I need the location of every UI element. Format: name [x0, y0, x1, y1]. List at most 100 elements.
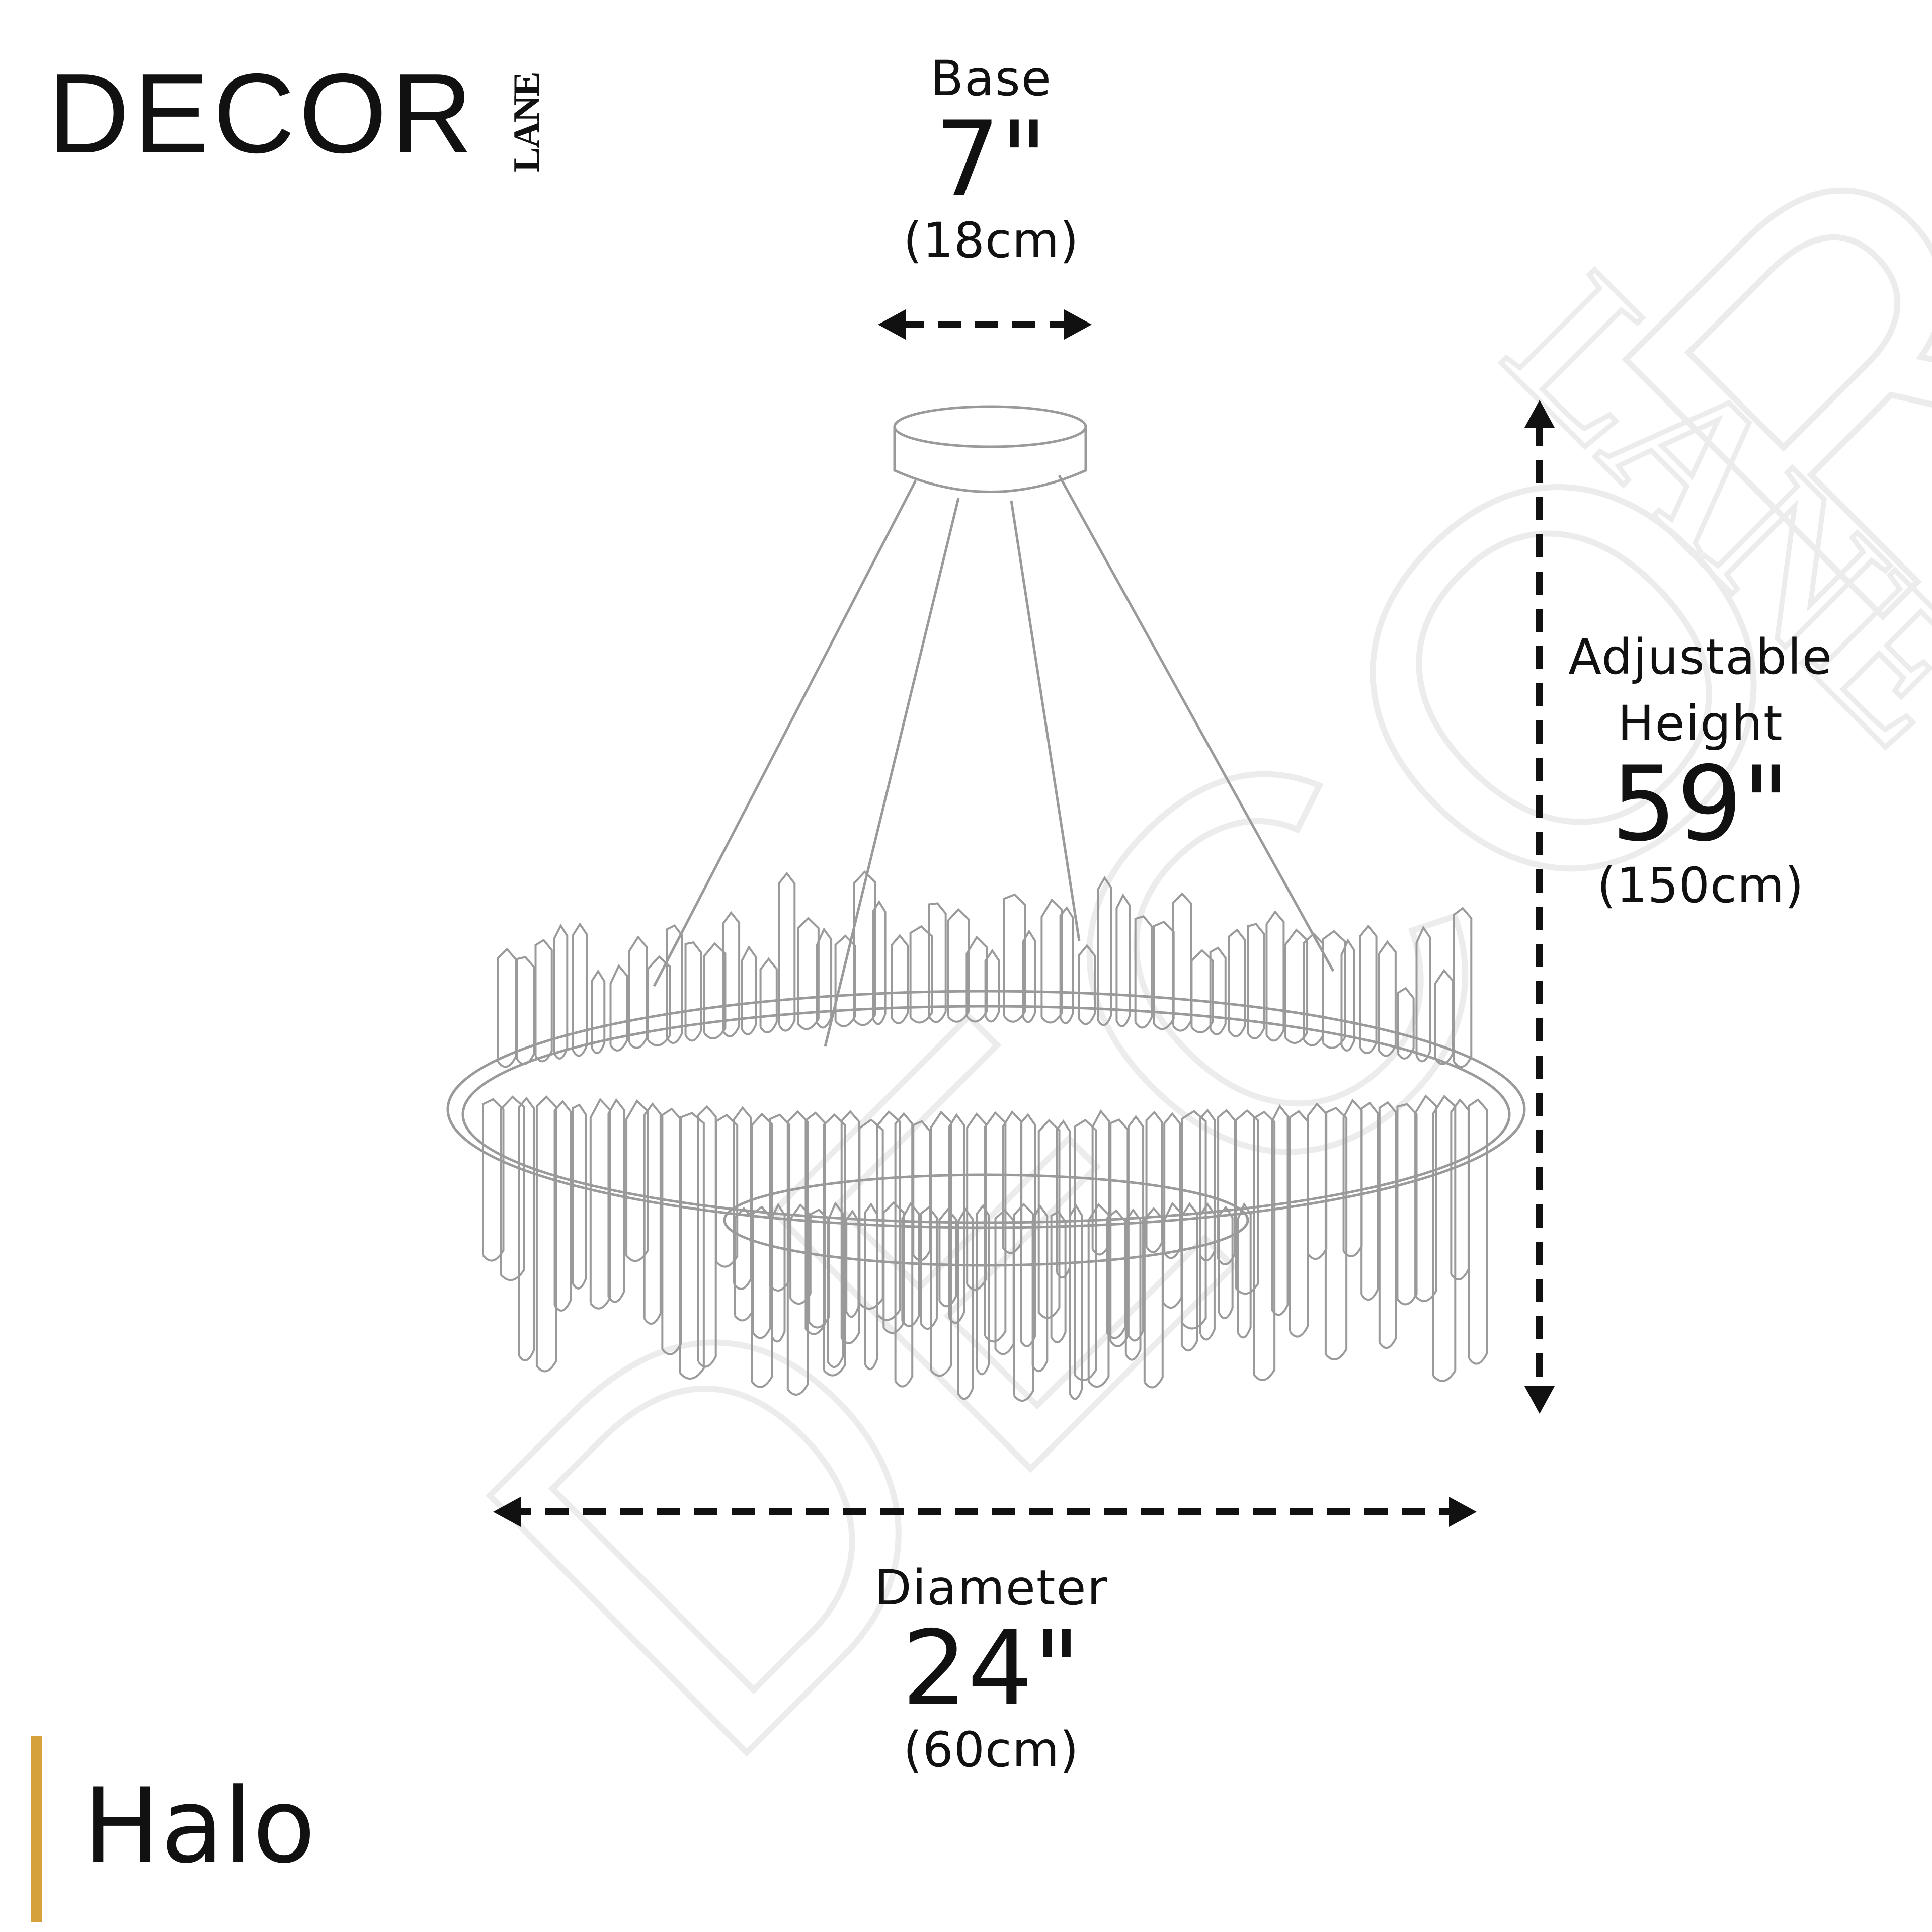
crystal-shard [816, 927, 833, 1029]
crystal-shard [661, 1107, 682, 1355]
diameter-imperial: 24" [902, 1609, 1081, 1729]
crystal-shard [1180, 1202, 1198, 1352]
crystal-shard [894, 1112, 914, 1388]
diameter-arrow-left [493, 1497, 521, 1527]
crystal-shard [827, 1201, 844, 1369]
crystal-shard [1450, 1098, 1470, 1281]
crystal-shard [1109, 1118, 1129, 1347]
crystal-shard [804, 1111, 826, 1335]
crystal-shard [797, 916, 820, 1030]
crystal-shard [1322, 930, 1346, 1049]
crystal-shard [1078, 944, 1096, 1025]
diameter-dimension: Diameter 24" (60cm) [835, 1560, 1147, 1778]
diameter-arrow-right [1449, 1497, 1477, 1527]
crystal-shard [1031, 1203, 1049, 1373]
crystal-shard [823, 1113, 846, 1377]
crystal-shard [1453, 907, 1473, 1068]
crystal-shard [679, 1112, 705, 1380]
crystal-shard [834, 934, 856, 1027]
base-arrow-right [1064, 309, 1092, 340]
crystal-shard [1434, 969, 1454, 1065]
crystal-shard [1134, 915, 1153, 1029]
wire [824, 498, 960, 1047]
crystal-shard [1307, 1102, 1328, 1260]
crystal-shard [1378, 940, 1397, 1057]
crystal-shard [1069, 1203, 1083, 1400]
height-imperial: 59" [1611, 745, 1790, 864]
height-label-line1: Adjustable [1568, 629, 1833, 685]
crystal-shard [535, 1095, 557, 1373]
crystal-shard [1040, 898, 1064, 1024]
crystal-shard [1022, 929, 1036, 1023]
crystal-shard [697, 1105, 717, 1368]
crystal-shard [984, 949, 1000, 1023]
base-dimension: Base 7" (18cm) [886, 50, 1097, 269]
crystal-shard [1199, 1108, 1216, 1262]
crystal-shard [518, 1096, 535, 1361]
wire [1010, 500, 1081, 941]
crystal-shard [786, 1110, 809, 1396]
crystal-shard [733, 1106, 752, 1290]
crystal-shard [930, 1110, 952, 1377]
crystal-shard [752, 1205, 772, 1339]
crystal-shard [845, 1209, 860, 1318]
crystal-shard [1284, 928, 1309, 1044]
crystal-shard [572, 922, 588, 1057]
crystal-shard [1247, 923, 1265, 1039]
crystal-shard [771, 1202, 786, 1343]
crystal-shard [1056, 1119, 1071, 1279]
height-metric: (150cm) [1597, 857, 1804, 914]
crystal-shard [534, 938, 553, 1063]
crystal-shard [741, 945, 757, 1035]
crystal-shard [628, 935, 648, 1049]
crystal-shard [1217, 1109, 1236, 1265]
crystal-shard [553, 1100, 572, 1312]
crystal-shard [1303, 932, 1325, 1046]
crystal-shard [607, 1098, 625, 1303]
crystal-shard [1050, 1210, 1067, 1343]
accent-bar [31, 1736, 42, 1922]
crystal-shard [703, 942, 727, 1039]
crystal-shard [1145, 1110, 1163, 1253]
crystal-shard [759, 957, 778, 1033]
crystal-pieces [482, 870, 1488, 1402]
crystal-shard [722, 911, 741, 1037]
crystal-shard [840, 1110, 860, 1344]
crystal-shard [1124, 1208, 1142, 1361]
crystal-shard [909, 925, 933, 1024]
crystal-shard [1415, 925, 1431, 1063]
crystal-shard [734, 1206, 754, 1322]
crystal-shard [1265, 910, 1285, 1042]
crystal-shard [1253, 1110, 1276, 1381]
crystal-shard [1228, 928, 1246, 1037]
crystal-shard [751, 1112, 773, 1388]
crystal-shard [684, 941, 702, 1042]
crystal-shard [858, 1118, 884, 1310]
product-name: Halo [83, 1766, 316, 1886]
crystal-shard [482, 1098, 505, 1262]
canopy-body [893, 427, 1087, 493]
crystal-shard [948, 1113, 965, 1324]
height-dimension: Adjustable Height 59" (150cm) [1524, 629, 1877, 914]
crystal-shard [1163, 1112, 1181, 1259]
crystal-shard [853, 870, 876, 1026]
base-arrow-left [878, 309, 906, 340]
crystal-shard [1013, 1202, 1034, 1402]
crystal-shard [1074, 1118, 1097, 1381]
crystal-shard [789, 1203, 812, 1305]
crystal-shard [920, 1206, 938, 1330]
crystal-shard [1181, 1110, 1207, 1330]
crystal-shard [1059, 906, 1074, 1024]
height-label-line2: Height [1618, 695, 1784, 752]
crystal-shard [1432, 1095, 1457, 1382]
crystal-shard [1289, 1110, 1309, 1338]
crystal-shard [957, 1207, 974, 1400]
crystal-shard [625, 1099, 649, 1262]
base-imperial: 7" [934, 100, 1048, 219]
crystal-shard [1396, 1103, 1418, 1306]
crystal-shard [1359, 924, 1378, 1055]
crystal-shard [928, 902, 947, 1023]
crystal-shard [1468, 1098, 1488, 1365]
